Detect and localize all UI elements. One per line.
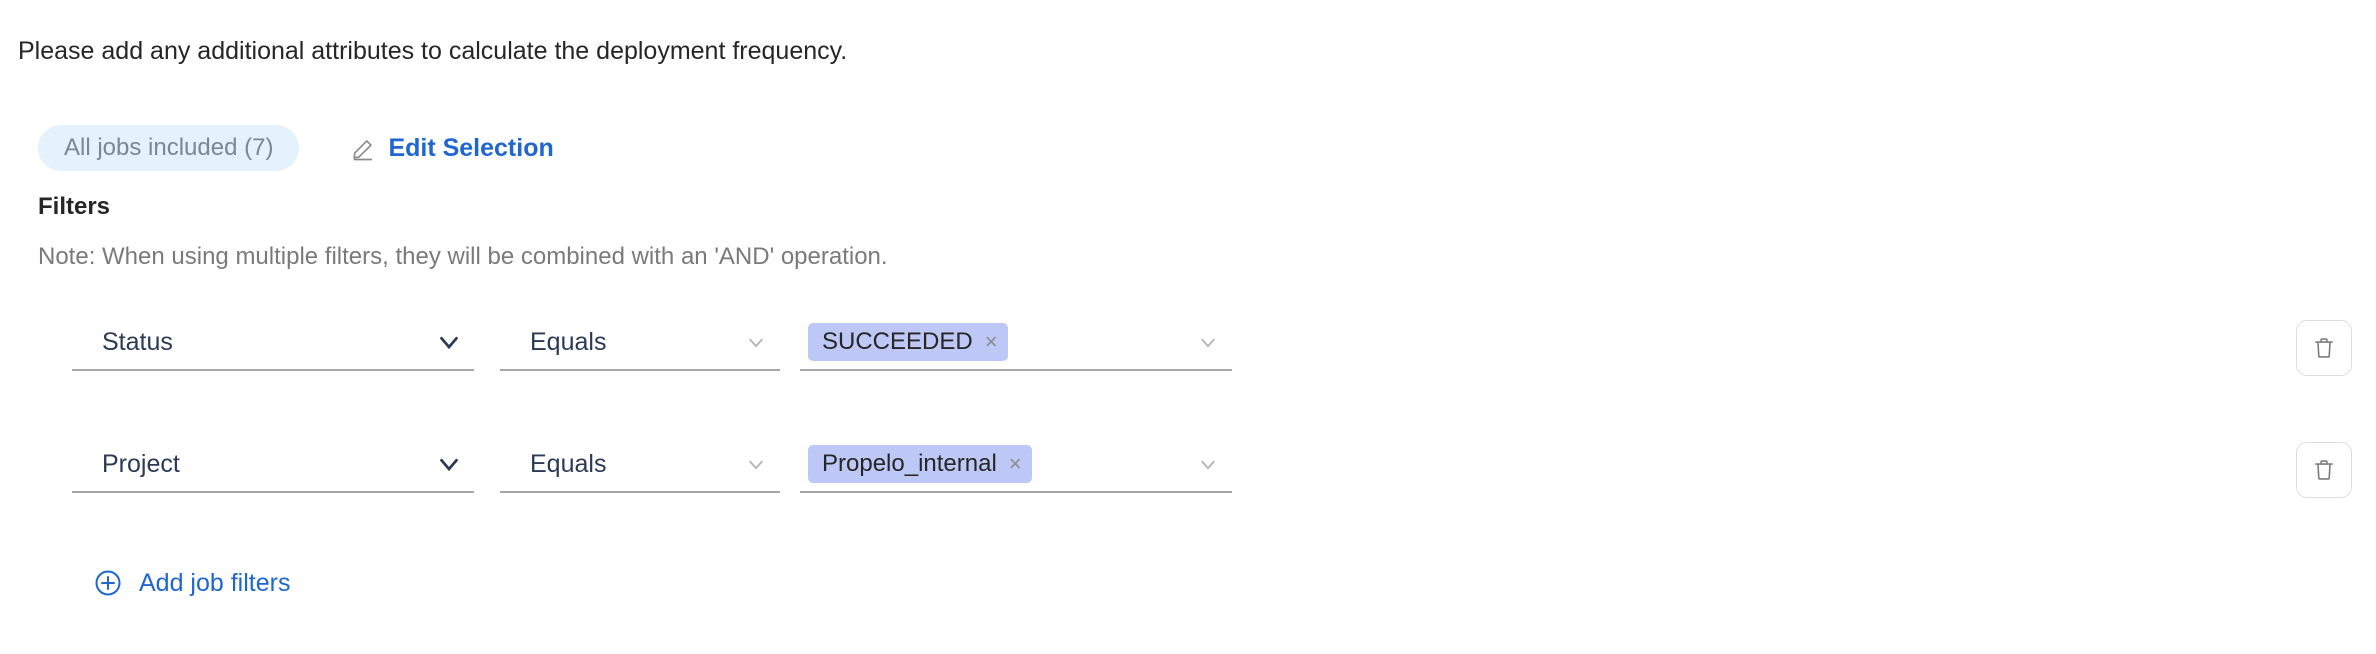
chevron-down-icon	[749, 338, 763, 348]
delete-filter-button[interactable]	[2296, 442, 2352, 498]
edit-selection-label: Edit Selection	[388, 133, 554, 162]
filter-operator-select[interactable]: Equals	[500, 315, 780, 371]
close-icon[interactable]: ×	[1008, 451, 1022, 476]
chevron-down-icon	[1201, 460, 1215, 470]
selection-row: All jobs included (7) Edit Selection	[38, 125, 554, 171]
value-chip-label: SUCCEEDED	[822, 328, 973, 355]
trash-icon	[2315, 338, 2333, 358]
value-chip-label: Propelo_internal	[822, 450, 997, 477]
all-jobs-included-label: All jobs included (7)	[64, 134, 274, 161]
filters-note: Note: When using multiple filters, they …	[38, 243, 888, 270]
filter-attribute-value: Project	[102, 449, 180, 478]
value-chip[interactable]: Propelo_internal ×	[808, 445, 1032, 483]
page-instruction: Please add any additional attributes to …	[18, 37, 848, 65]
all-jobs-included-badge: All jobs included (7)	[38, 125, 300, 171]
close-icon[interactable]: ×	[984, 329, 998, 354]
add-job-filters-button[interactable]: Add job filters	[93, 568, 290, 598]
filter-operator-value: Equals	[530, 449, 607, 478]
filter-value-chips: Propelo_internal ×	[800, 445, 1032, 483]
filter-attribute-select[interactable]: Status	[72, 315, 474, 371]
edit-selection-button[interactable]: Edit Selection	[351, 133, 554, 163]
filter-attribute-value: Status	[102, 327, 173, 356]
filter-value-select[interactable]: Propelo_internal ×	[800, 437, 1232, 493]
delete-filter-button[interactable]	[2296, 320, 2352, 376]
plus-circle-icon	[95, 570, 121, 596]
chevron-down-icon	[1201, 338, 1215, 348]
filter-operator-select[interactable]: Equals	[500, 437, 780, 493]
pencil-icon	[353, 140, 373, 161]
filter-value-select[interactable]: SUCCEEDED ×	[800, 315, 1232, 371]
chevron-down-icon	[440, 458, 458, 472]
filter-operator-value: Equals	[530, 327, 607, 356]
filter-attribute-select[interactable]: Project	[72, 437, 474, 493]
chevron-down-icon	[440, 336, 458, 350]
value-chip[interactable]: SUCCEEDED ×	[808, 323, 1008, 361]
add-job-filters-label: Add job filters	[139, 568, 291, 597]
filter-value-chips: SUCCEEDED ×	[800, 323, 1008, 361]
trash-icon	[2315, 460, 2333, 480]
chevron-down-icon	[749, 460, 763, 470]
filters-heading: Filters	[38, 193, 111, 220]
